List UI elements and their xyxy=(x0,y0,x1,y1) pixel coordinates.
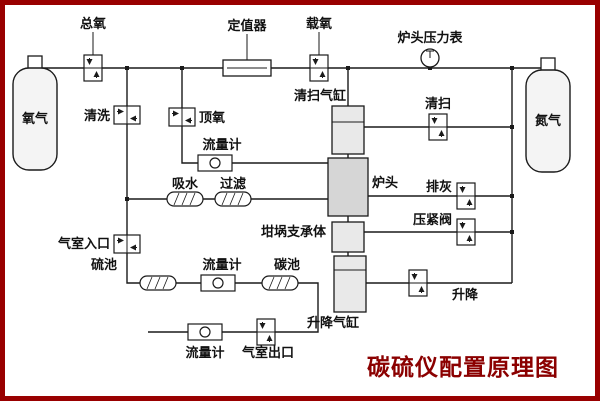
label-leader-lines xyxy=(92,32,320,60)
label-regulator: 定值器 xyxy=(226,18,267,34)
total-oxygen-valve xyxy=(84,55,102,81)
label-purge: 清洗 xyxy=(84,108,110,124)
junction xyxy=(125,197,129,201)
label-gas-chamber-outlet: 气室出口 xyxy=(242,345,294,361)
carbon-cell-component xyxy=(261,275,299,291)
label-ash-discharge: 排灰 xyxy=(426,179,452,195)
junction xyxy=(125,66,129,70)
junction xyxy=(510,194,514,198)
pressure-gauge xyxy=(420,48,440,68)
labels: 总氧 定值器 载氧 炉头压力表 氧气 氮气 清洗 顶氧 清扫气缸 清扫 流量计 … xyxy=(21,16,561,381)
label-lift-cylinder: 升降气缸 xyxy=(307,315,359,331)
gas-chamber-outlet-valve xyxy=(257,319,275,345)
label-carrier-oxygen: 载氧 xyxy=(306,16,332,32)
label-furnace-pressure-gauge: 炉头压力表 xyxy=(397,30,463,46)
lift-cylinder-component xyxy=(333,255,367,313)
flow-meter-top xyxy=(197,154,233,172)
label-flow-meter-mid: 流量计 xyxy=(202,257,241,273)
lift-valve xyxy=(409,270,427,296)
carrier-oxygen-valve xyxy=(310,55,328,81)
junction xyxy=(510,230,514,234)
junction xyxy=(346,66,350,70)
junction-dots xyxy=(125,66,514,234)
label-gas-chamber-inlet: 气室入口 xyxy=(58,236,110,252)
flow-meter-bottom xyxy=(187,323,223,341)
label-water-absorber: 吸水 xyxy=(172,176,199,192)
junction xyxy=(510,125,514,129)
clamp-valve-component xyxy=(457,219,475,245)
water-absorber-component xyxy=(166,191,204,207)
label-sweep-cylinder: 清扫气缸 xyxy=(294,88,346,104)
label-flow-meter-top: 流量计 xyxy=(202,137,241,153)
page-title: 碳硫仪配置原理图 xyxy=(367,354,559,381)
top-oxygen-valve xyxy=(169,108,195,126)
label-lift: 升降 xyxy=(452,287,479,303)
crucible-support-body xyxy=(331,221,365,253)
nitrogen-cylinder-valve-nub xyxy=(540,57,556,72)
sulfur-cell-component xyxy=(139,275,177,291)
nitrogen-cylinder-body xyxy=(525,69,571,173)
sweep-cylinder-body xyxy=(331,105,365,155)
furnace-head-body xyxy=(327,157,369,217)
label-furnace-head: 炉头 xyxy=(372,175,398,191)
junction xyxy=(180,66,184,70)
nitrogen-cylinder xyxy=(525,57,571,173)
label-clamp-valve: 压紧阀 xyxy=(413,212,452,228)
label-carbon-cell: 碳池 xyxy=(274,257,300,273)
oxygen-cylinder-valve-nub xyxy=(27,55,43,70)
lift-cylinder-body xyxy=(333,255,367,313)
ash-discharge-valve xyxy=(457,183,475,209)
oxygen-cylinder xyxy=(12,55,58,171)
pipe-top-oxygen-branch xyxy=(181,68,328,164)
label-filter: 过滤 xyxy=(220,176,246,192)
label-nitrogen-cylinder: 氮气 xyxy=(535,113,561,129)
label-top-oxygen: 顶氧 xyxy=(199,110,225,126)
sweep-cylinder-component xyxy=(331,105,365,155)
label-crucible-support: 坩埚支承体 xyxy=(261,224,327,240)
sweep-valve xyxy=(429,114,447,140)
label-total-oxygen: 总氧 xyxy=(80,16,106,32)
gas-chamber-inlet-valve xyxy=(114,235,140,253)
regulator-component xyxy=(222,54,272,77)
diagram-canvas: 总氧 定值器 载氧 炉头压力表 氧气 氮气 清洗 顶氧 清扫气缸 清扫 流量计 … xyxy=(12,16,571,381)
flow-meter-mid xyxy=(200,274,236,292)
oxygen-cylinder-body xyxy=(12,67,58,171)
label-oxygen-cylinder: 氧气 xyxy=(21,111,48,127)
junction xyxy=(428,66,432,70)
label-sweep: 清扫 xyxy=(425,96,451,112)
label-flow-meter-bottom: 流量计 xyxy=(185,345,224,361)
junction xyxy=(510,66,514,70)
label-sulfur-cell: 硫池 xyxy=(91,257,117,273)
filter-component xyxy=(214,191,252,207)
purge-valve xyxy=(114,106,140,124)
